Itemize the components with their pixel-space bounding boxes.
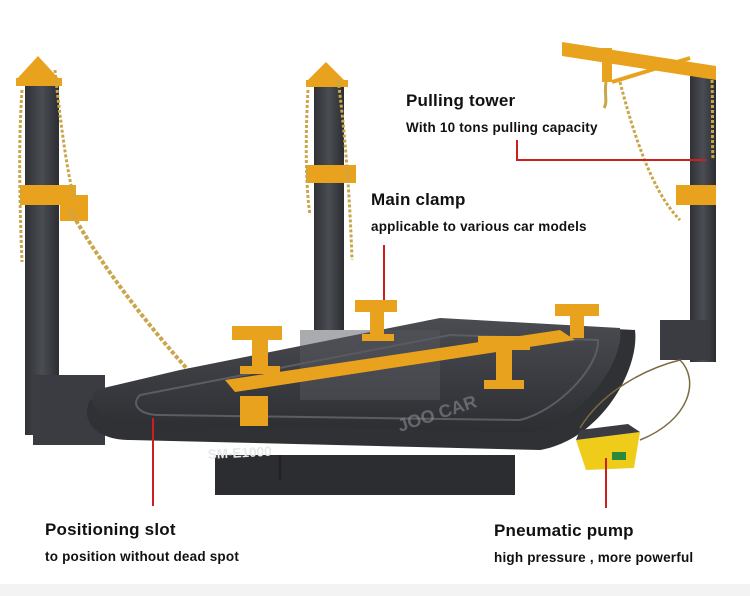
- positioning-slot-title: Positioning slot: [45, 520, 176, 539]
- positioning-slot-callout: Positioning slot to position without dea…: [45, 520, 239, 564]
- pulling-tower-leader: [516, 140, 706, 161]
- leader-lines: [152, 140, 706, 508]
- main-clamp: [355, 300, 397, 341]
- main-clamp-set: [232, 300, 599, 426]
- main-clamp: [478, 336, 530, 389]
- main-clamp-callout: Main clamp applicable to various car mod…: [371, 190, 587, 234]
- bench-frame: [86, 318, 636, 495]
- pneumatic-pump-callout: Pneumatic pump high pressure , more powe…: [494, 521, 693, 565]
- main-clamp-subtitle: applicable to various car models: [371, 219, 587, 234]
- pulling-tower-callout: Pulling tower With 10 tons pulling capac…: [406, 91, 598, 135]
- bottom-strip: [0, 584, 750, 596]
- left-pulling-tower: [16, 56, 217, 445]
- model-plate: SM-E1000: [207, 444, 271, 462]
- right-pulling-tower: [562, 42, 716, 362]
- pulling-tower-subtitle: With 10 tons pulling capacity: [406, 120, 598, 135]
- main-clamp-title: Main clamp: [371, 190, 466, 209]
- main-clamp: [232, 326, 282, 374]
- pneumatic-pump-subtitle: high pressure , more powerful: [494, 550, 694, 565]
- pulling-tower-title: Pulling tower: [406, 91, 516, 110]
- pneumatic-pump-title: Pneumatic pump: [494, 521, 634, 540]
- main-clamp: [555, 304, 599, 338]
- positioning-slot-subtitle: to position without dead spot: [45, 549, 240, 564]
- middle-pulling-tower: [304, 62, 356, 330]
- pneumatic-pump: [576, 359, 691, 470]
